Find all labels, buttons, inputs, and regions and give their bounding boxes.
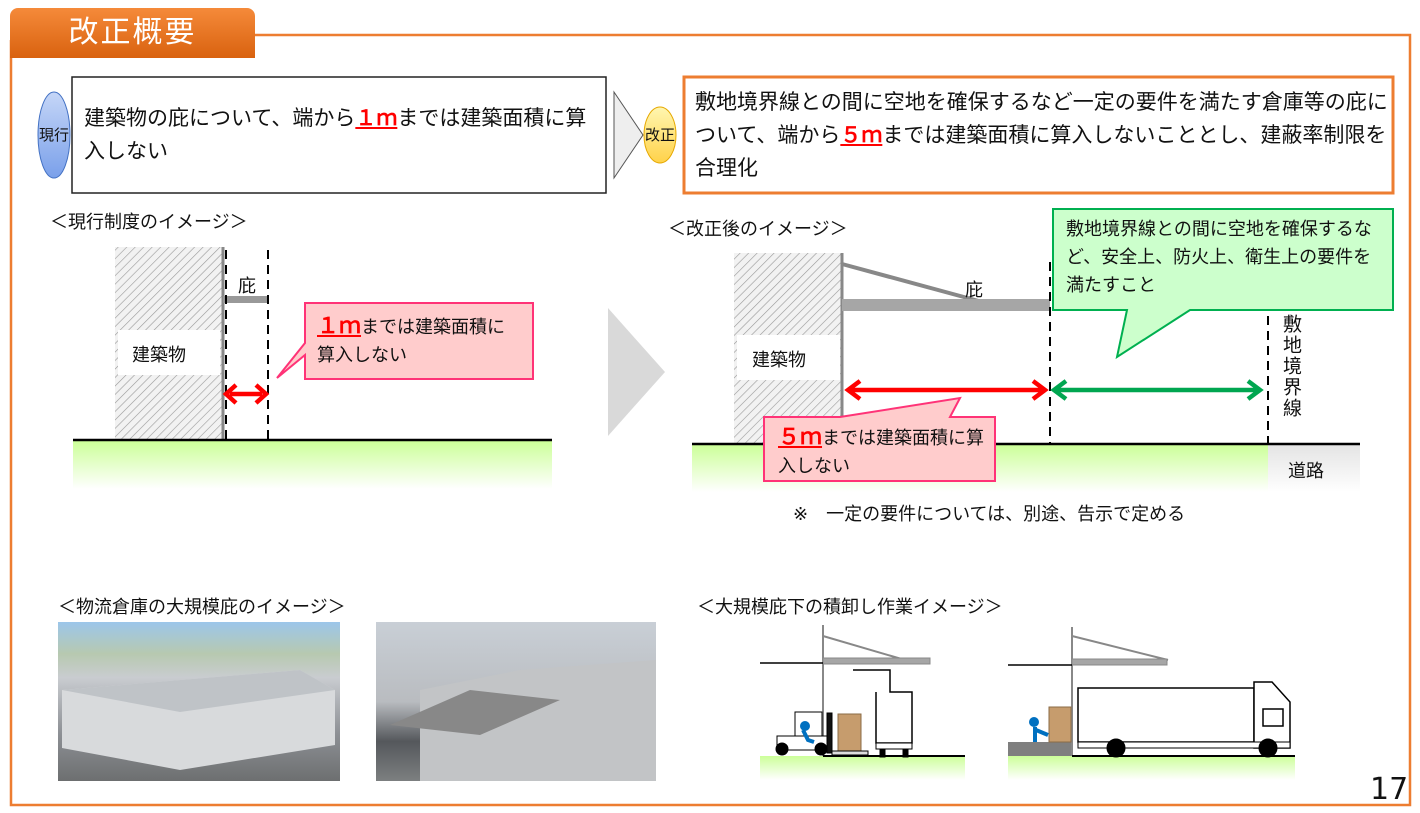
loading-caption: ＜大規模庇下の積卸し作業イメージ＞ [697,597,1003,618]
road-label: 道路 [1288,461,1324,482]
boundary-label: 敷地境界線 [1280,314,1302,419]
revised-callout-highlight: ５ｍ [778,425,823,450]
current-eave-label: 庇 [238,276,256,297]
revised-callout-text: までは建築面積に算入しない [778,428,985,477]
requirements-callout: 敷地境界線との間に空地を確保するなど、安全上、防火上、衛生上の要件を満たすこと [1066,219,1372,296]
revised-badge: 改正 [644,125,675,144]
illustration-truck [1008,627,1295,780]
page-number: 17 [1370,772,1409,807]
current-badge: 現行 [38,125,69,144]
current-diagram-caption: ＜現行制度のイメージ＞ [50,212,248,233]
current-callout-highlight: １ｍ [317,314,362,339]
revised-text-post: までは建築面積に算入しないこととし、建蔽率制限を合理化 [695,123,1387,180]
section-title: 改正概要 [10,8,255,58]
requirements-note: ※ 一定の要件については、別途、告示で定める [793,504,1186,525]
current-building-label: 建築物 [132,345,186,366]
revised-diagram-caption: ＜改正後のイメージ＞ [668,219,848,240]
revised-text-pre: 敷地境界線との間に空地を確保するなど一定の要件を満たす倉庫等の庇について、端から [695,90,1388,147]
revised-rule-text: 敷地境界線との間に空地を確保するなど一定の要件を満たす倉庫等の庇について、端から… [695,86,1390,185]
current-callout: １ｍまでは建築面積に算入しない [317,313,522,370]
revised-callout: ５ｍまでは建築面積に算入しない [778,424,988,481]
photo-warehouse-eave [376,622,656,781]
revised-building-label: 建築物 [752,350,806,371]
current-text-pre: 建築物の庇について、端から [84,106,356,130]
revised-eave-label: 庇 [965,280,983,301]
photo-warehouse-aerial [58,622,340,781]
illustration-forklift [760,625,965,780]
current-rule-text: 建築物の庇について、端から１ｍまでは建築面積に算入しない [84,102,594,168]
current-text-post: までは建築面積に算入しない [84,106,587,163]
photos-caption: ＜物流倉庫の大規模庇のイメージ＞ [58,597,346,618]
current-text-highlight: １ｍ [355,106,398,130]
revised-text-highlight: ５ｍ [840,123,883,147]
current-callout-text: までは建築面積に算入しない [317,317,506,366]
